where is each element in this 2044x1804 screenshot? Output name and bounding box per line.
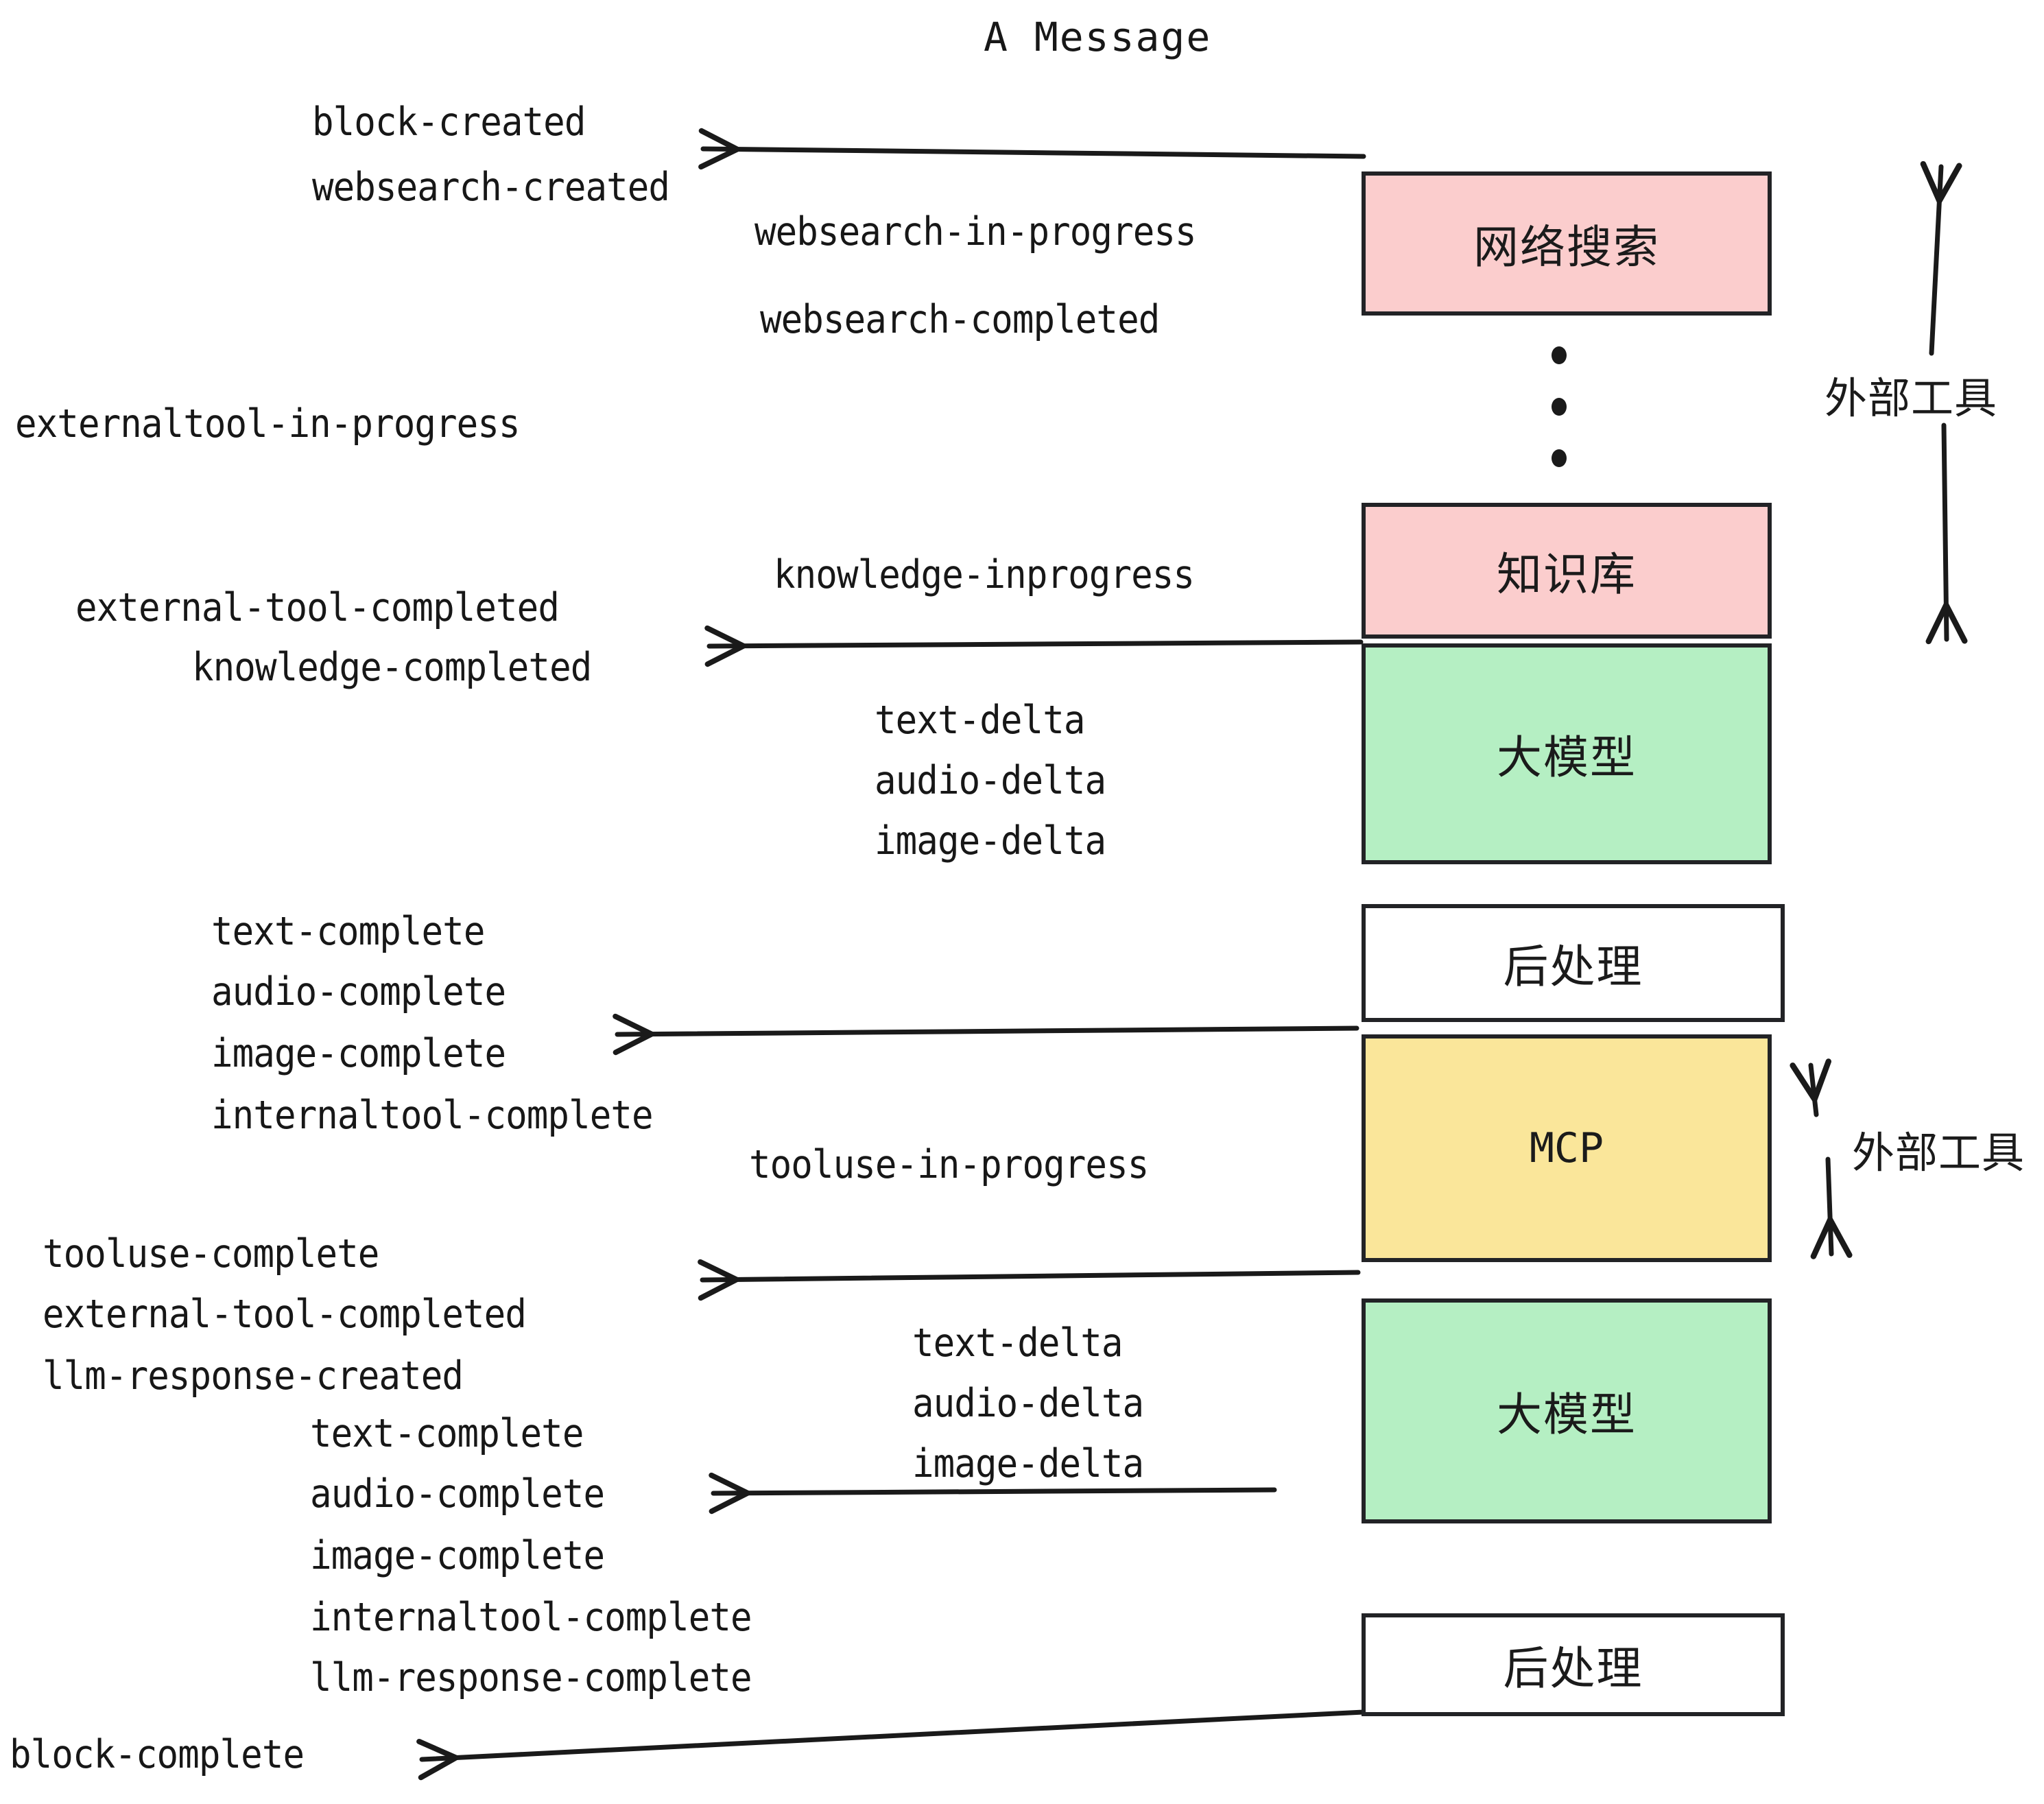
side-label-external-tools-top: 外部工具 bbox=[1825, 373, 1998, 423]
node-llm-1[interactable]: 大模型 bbox=[1362, 643, 1772, 864]
arrow-tooluse-complete bbox=[698, 1259, 1361, 1301]
arrow-knowledge-completed bbox=[704, 625, 1364, 667]
event-text-delta-2: text-delta bbox=[912, 1320, 1123, 1366]
event-external-tool-completed-2: external-tool-completed bbox=[43, 1292, 527, 1337]
node-websearch-label: 网络搜索 bbox=[1473, 221, 1660, 274]
node-websearch[interactable]: 网络搜索 bbox=[1362, 171, 1772, 316]
ellipsis-dot bbox=[1552, 346, 1567, 364]
node-llm-1-label: 大模型 bbox=[1497, 731, 1637, 784]
arrow-block-complete bbox=[416, 1709, 1366, 1781]
arrow-image-complete bbox=[613, 1013, 1359, 1056]
node-knowledge[interactable]: 知识库 bbox=[1362, 503, 1772, 639]
node-llm-2[interactable]: 大模型 bbox=[1362, 1298, 1772, 1523]
event-block-created: block-created bbox=[312, 99, 586, 145]
event-audio-delta-1: audio-delta bbox=[875, 758, 1106, 803]
event-internaltool-complete-1: internaltool-complete bbox=[211, 1093, 654, 1138]
event-tooluse-complete: tooluse-complete bbox=[43, 1231, 379, 1277]
event-image-delta-1: image-delta bbox=[875, 818, 1106, 864]
node-postprocess-2[interactable]: 后处理 bbox=[1362, 1613, 1785, 1716]
side-label-external-tools-bottom: 外部工具 bbox=[1852, 1128, 2025, 1178]
arrow-audio-complete bbox=[709, 1472, 1277, 1515]
event-llm-response-created: llm-response-created bbox=[43, 1353, 464, 1399]
arrow-external-tools-top-down bbox=[1925, 423, 1968, 645]
event-image-complete-2: image-complete bbox=[310, 1533, 605, 1578]
event-image-complete-1: image-complete bbox=[211, 1031, 506, 1076]
ellipsis-dot bbox=[1552, 398, 1567, 416]
arrow-external-tools-top-up bbox=[1920, 161, 1962, 356]
node-mcp-label: MCP bbox=[1529, 1124, 1604, 1172]
event-text-delta-1: text-delta bbox=[875, 698, 1085, 743]
event-internaltool-complete-2: internaltool-complete bbox=[310, 1595, 752, 1640]
ellipsis-dot bbox=[1552, 449, 1567, 467]
event-knowledge-completed: knowledge-completed bbox=[192, 645, 592, 690]
event-block-complete: block-complete bbox=[10, 1732, 305, 1777]
event-external-tool-completed-1: external-tool-completed bbox=[75, 585, 560, 630]
node-knowledge-label: 知识库 bbox=[1497, 548, 1637, 601]
diagram-title: A Message bbox=[984, 14, 1212, 60]
event-websearch-completed: websearch-completed bbox=[760, 297, 1160, 342]
node-postprocess-1-label: 后处理 bbox=[1503, 940, 1643, 993]
event-text-complete-2: text-complete bbox=[310, 1411, 584, 1456]
node-mcp[interactable]: MCP bbox=[1362, 1034, 1772, 1262]
node-postprocess-1[interactable]: 后处理 bbox=[1362, 904, 1785, 1022]
event-image-delta-2: image-delta bbox=[912, 1441, 1144, 1486]
node-postprocess-2-label: 后处理 bbox=[1503, 1642, 1643, 1695]
event-tooluse-in-progress: tooluse-in-progress bbox=[749, 1142, 1149, 1187]
event-externaltool-in-progress: externaltool-in-progress bbox=[15, 401, 521, 447]
arrow-block-created bbox=[698, 128, 1366, 170]
event-audio-complete-1: audio-complete bbox=[211, 969, 506, 1014]
event-audio-delta-2: audio-delta bbox=[912, 1381, 1144, 1426]
event-llm-response-complete: llm-response-complete bbox=[310, 1655, 752, 1700]
event-knowledge-inprogress: knowledge-inprogress bbox=[774, 552, 1195, 597]
node-llm-2-label: 大模型 bbox=[1497, 1388, 1637, 1441]
event-websearch-in-progress: websearch-in-progress bbox=[754, 209, 1197, 254]
event-audio-complete-2: audio-complete bbox=[310, 1471, 605, 1517]
arrow-external-tools-bottom-down bbox=[1810, 1156, 1853, 1259]
arrow-external-tools-bottom-up bbox=[1790, 1058, 1831, 1117]
event-websearch-created: websearch-created bbox=[312, 165, 670, 210]
event-text-complete-1: text-complete bbox=[211, 909, 485, 954]
